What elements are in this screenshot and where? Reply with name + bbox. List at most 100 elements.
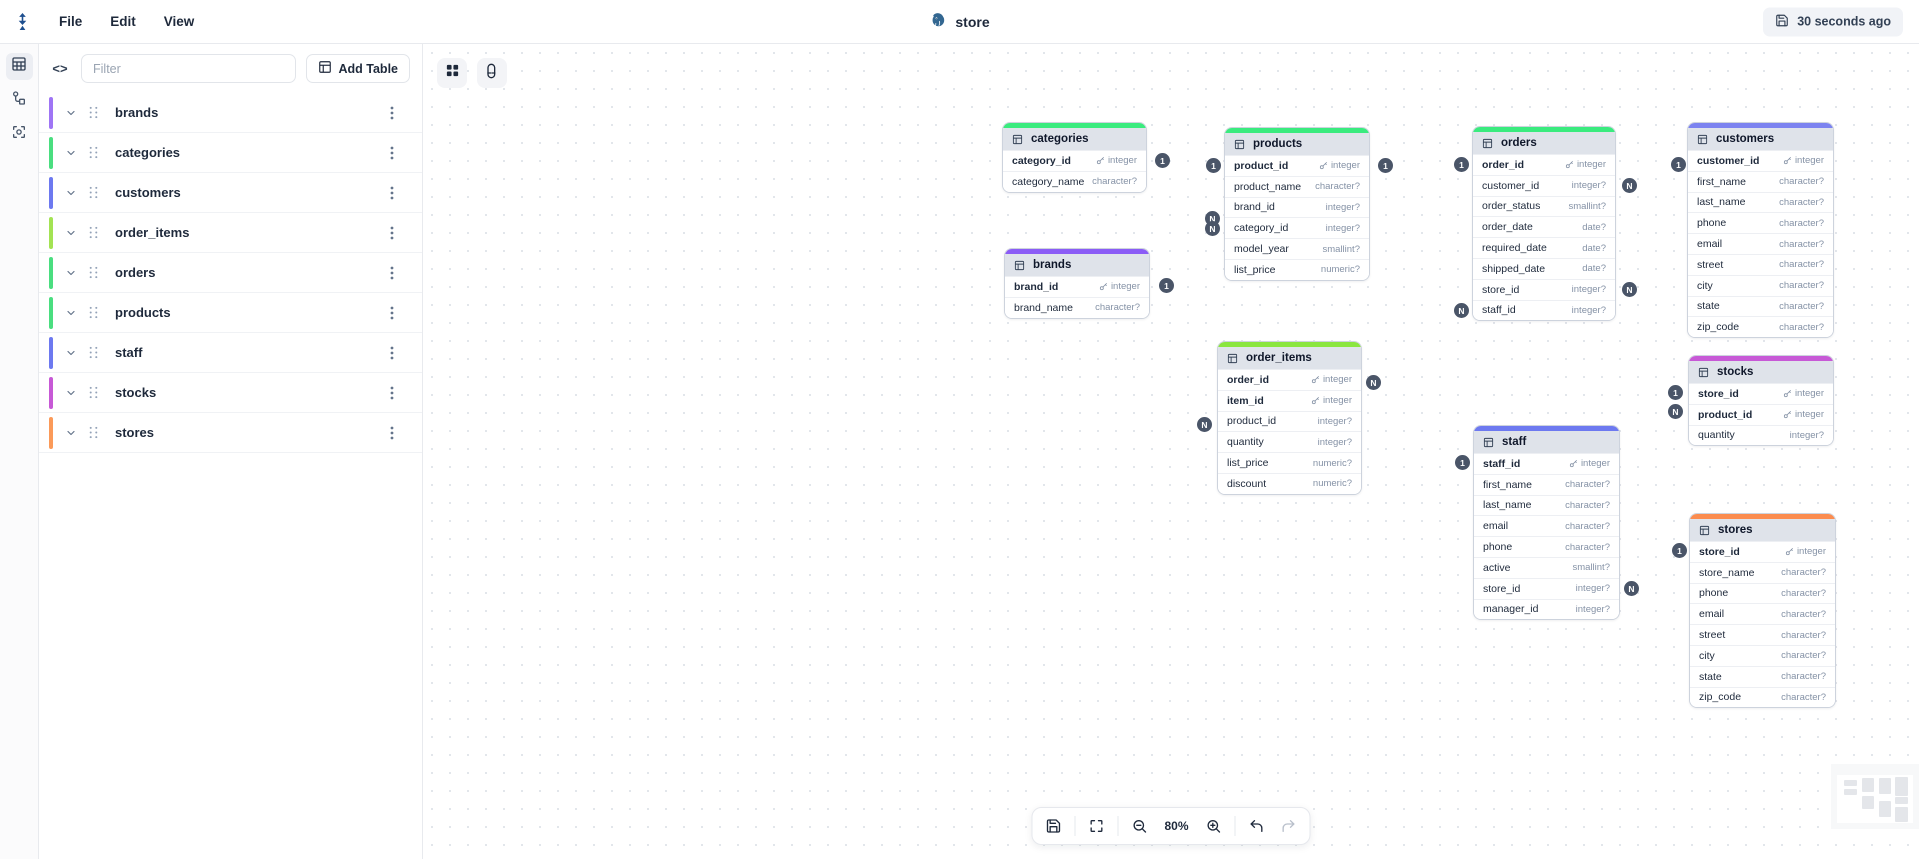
table-options-button[interactable] — [384, 303, 400, 323]
save-diagram-button[interactable] — [1038, 812, 1068, 840]
sidebar-table-categories[interactable]: categories — [39, 133, 422, 173]
rail-item-tables[interactable] — [5, 53, 33, 80]
table-options-button[interactable] — [384, 383, 400, 403]
chevron-down-icon[interactable] — [63, 307, 79, 319]
zoom-in-button[interactable] — [1199, 812, 1229, 840]
rail-item-dependencies[interactable] — [6, 121, 33, 148]
code-view-toggle[interactable]: <> — [52, 61, 68, 76]
zoom-out-button[interactable] — [1124, 812, 1154, 840]
chevron-down-icon[interactable] — [63, 227, 79, 239]
drag-handle-icon[interactable] — [85, 106, 101, 119]
reorder-tables-button[interactable] — [437, 58, 467, 88]
table-options-button[interactable] — [384, 343, 400, 363]
drag-handle-icon[interactable] — [85, 306, 101, 319]
table-options-button[interactable] — [384, 143, 400, 163]
menu-view[interactable]: View — [163, 14, 195, 29]
chevron-down-icon[interactable] — [63, 147, 79, 159]
sidebar-table-stores[interactable]: stores — [39, 413, 422, 453]
filter-input[interactable] — [81, 54, 296, 83]
chevron-down-icon[interactable] — [63, 347, 79, 359]
redo-button[interactable] — [1274, 812, 1304, 840]
app-logo-icon[interactable] — [0, 12, 44, 31]
sidebar-table-stocks[interactable]: stocks — [39, 373, 422, 413]
chevron-down-icon[interactable] — [63, 427, 79, 439]
table-options-button[interactable] — [384, 183, 400, 203]
node-header[interactable]: brands — [1005, 254, 1149, 276]
table-options-button[interactable] — [384, 423, 400, 443]
node-header[interactable]: orders — [1473, 132, 1615, 154]
node-header[interactable]: order_items — [1218, 347, 1361, 369]
table-options-button[interactable] — [384, 223, 400, 243]
node-header[interactable]: categories — [1003, 128, 1146, 150]
table-options-button[interactable] — [384, 263, 400, 283]
drag-handle-icon[interactable] — [85, 146, 101, 159]
snap-to-grid-button[interactable] — [477, 58, 507, 88]
sidebar-table-products[interactable]: products — [39, 293, 422, 333]
zoom-level-label[interactable]: 80% — [1164, 819, 1189, 833]
node-header[interactable]: customers — [1688, 128, 1833, 150]
drag-handle-icon[interactable] — [85, 426, 101, 439]
sidebar-table-customers[interactable]: customers — [39, 173, 422, 213]
sidebar-table-order_items[interactable]: order_items — [39, 213, 422, 253]
chevron-down-icon[interactable] — [63, 267, 79, 279]
table-options-button[interactable] — [384, 103, 400, 123]
canvas-minimap[interactable] — [1831, 764, 1919, 829]
drag-handle-icon[interactable] — [85, 346, 101, 359]
save-status-badge[interactable]: 30 seconds ago — [1763, 7, 1903, 36]
menu-file[interactable]: File — [59, 14, 83, 29]
add-table-button[interactable]: Add Table — [305, 54, 410, 83]
node-header[interactable]: stores — [1690, 519, 1835, 541]
node-header[interactable]: products — [1225, 133, 1369, 155]
sidebar-table-orders[interactable]: orders — [39, 253, 422, 293]
chevron-down-icon[interactable] — [63, 387, 79, 399]
sidebar-table-brands[interactable]: brands — [39, 93, 422, 133]
drag-handle-icon[interactable] — [85, 226, 101, 239]
